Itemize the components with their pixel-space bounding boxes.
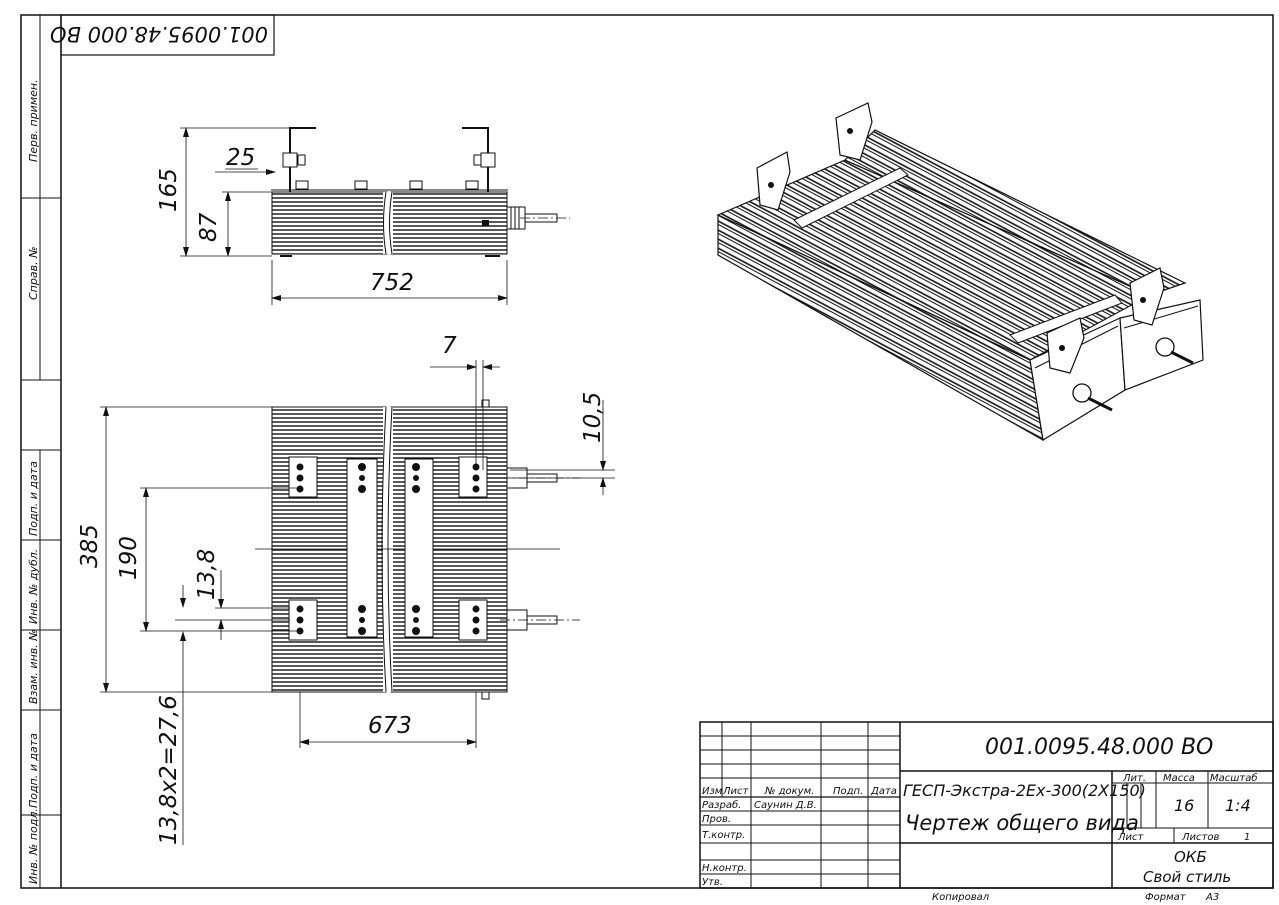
title-product-name: ГЕСП-Экстра-2Ех-300(2Х150)	[903, 781, 1146, 800]
dim-13-8x2: 13,8х2=27,6	[156, 695, 182, 845]
kopiroval-label: Копировал	[932, 892, 990, 903]
row-tkontr: Т.контр.	[702, 830, 745, 841]
dim-752: 752	[370, 270, 414, 296]
sheet-frame	[20, 14, 1274, 889]
dim-13-8: 13,8	[194, 549, 220, 600]
list-label: Лист	[1117, 832, 1145, 843]
title-drawing-number: 001.0095.48.000 ВО	[985, 735, 1213, 760]
dim-10-5: 10,5	[580, 392, 606, 443]
title-document-title: Чертеж общего вида	[905, 811, 1139, 835]
row-nkontr: Н.контр.	[702, 863, 747, 874]
massa-label: Масса	[1163, 773, 1195, 784]
dim-673: 673	[368, 713, 412, 739]
dim-165: 165	[156, 168, 182, 212]
side-stamp	[21, 15, 61, 888]
title-block	[699, 721, 1274, 889]
dim-385: 385	[77, 524, 103, 568]
label-perv-primen: Перв. примен.	[27, 79, 40, 162]
hdr-podp: Подп.	[833, 786, 863, 797]
masshtab-label: Масштаб	[1210, 772, 1258, 784]
dim-25: 25	[226, 145, 255, 171]
hdr-izm: Изм	[702, 786, 723, 797]
side-view	[271, 127, 570, 257]
rotated-drawing-number: 001.0095.48.000 ВО	[50, 22, 268, 46]
dim-87: 87	[196, 212, 222, 242]
label-vzam-inv: Взам. инв. №	[27, 629, 40, 704]
row-razrab: Разраб.	[702, 799, 741, 811]
plan-view-dimensions	[100, 360, 615, 845]
hdr-list: Лист	[722, 786, 750, 797]
label-podp-data-2: Подп. и дата	[27, 733, 40, 808]
dim-190: 190	[116, 536, 142, 580]
masshtab-value: 1:4	[1225, 796, 1251, 815]
row-prov: Пров.	[702, 814, 731, 825]
org-line-1: ОКБ	[1174, 848, 1207, 866]
isometric-view	[716, 102, 1204, 442]
label-inv-podl: Инв. № подл.	[27, 808, 40, 884]
dim-7: 7	[442, 333, 457, 359]
label-sprav-no: Справ. №	[27, 246, 40, 300]
format-label: Формат	[1145, 892, 1187, 903]
listov-label: Листов	[1181, 832, 1219, 843]
hdr-data: Дата	[870, 786, 897, 797]
row-razrab-name: Саунин Д.В.	[754, 800, 817, 811]
label-podp-data-1: Подп. и дата	[27, 461, 40, 536]
org-line-2: Свой стиль	[1143, 868, 1231, 886]
row-utv: Утв.	[702, 877, 723, 888]
hdr-no-dokum: № докум.	[764, 786, 814, 797]
format-value: А3	[1205, 892, 1219, 903]
side-view-dimensions	[180, 127, 508, 305]
massa-value: 16	[1174, 796, 1194, 815]
label-inv-dubl: Инв. № дубл.	[27, 549, 40, 624]
plan-view	[255, 399, 580, 700]
listov-value: 1	[1244, 832, 1250, 843]
rotated-number-box	[60, 14, 275, 56]
lit-label: Лит.	[1122, 773, 1146, 784]
